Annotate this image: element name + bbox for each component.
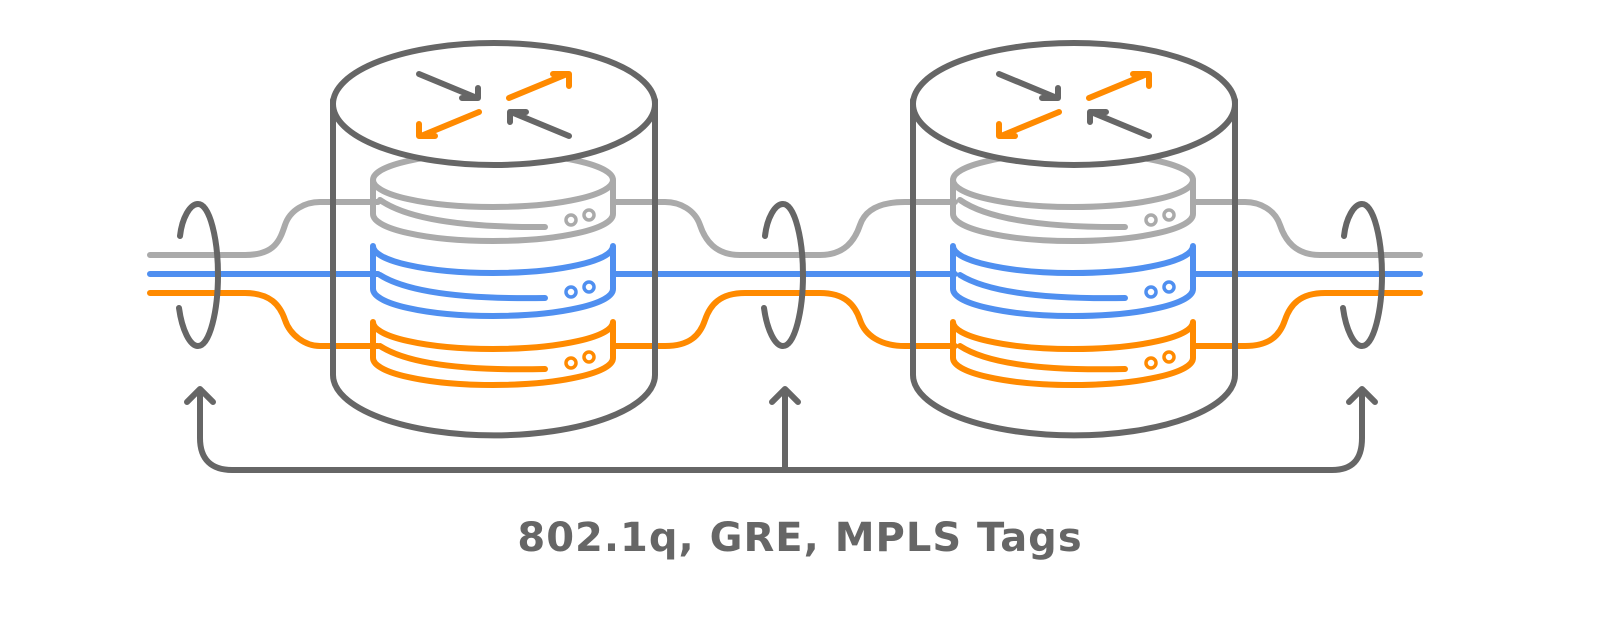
traffic-lanes	[150, 202, 1420, 346]
server-orange	[373, 322, 613, 385]
router-2-top	[913, 43, 1235, 165]
lane-gray	[150, 202, 1420, 255]
server-blue	[373, 246, 613, 316]
lane-orange	[150, 293, 1420, 346]
router-1-top	[333, 43, 655, 165]
server-orange	[953, 322, 1193, 385]
router-1	[333, 43, 655, 435]
diagram-caption: 802.1q, GRE, MPLS Tags	[0, 515, 1600, 561]
tag-bracket	[187, 389, 1375, 470]
server-blue	[953, 246, 1193, 316]
router-2	[913, 43, 1235, 435]
